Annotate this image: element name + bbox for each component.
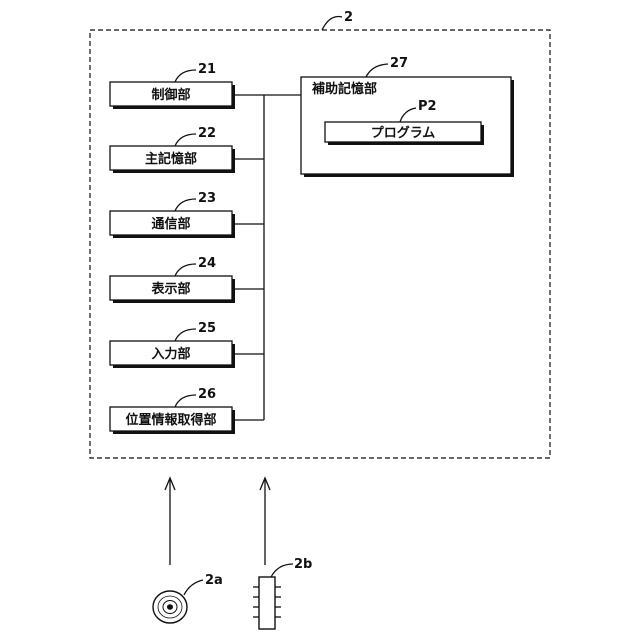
block-position-ref: 26: [198, 387, 216, 402]
block-control: 制御部 21: [110, 62, 264, 109]
program-ref: P2: [418, 99, 437, 114]
block-display: 表示部 24: [110, 256, 264, 303]
block-display-label: 表示部: [150, 281, 190, 297]
block-communication: 通信部 23: [110, 191, 264, 238]
block-position: 位置情報取得部 26: [110, 387, 264, 434]
block-auxiliary: 補助記憶部 27 プログラム P2: [301, 56, 514, 177]
block-communication-label: 通信部: [151, 216, 190, 232]
block-control-label: 制御部: [151, 87, 190, 103]
block-main-memory: 主記憶部 22: [110, 126, 264, 173]
disc-ref: 2a: [205, 573, 223, 588]
block-input-label: 入力部: [151, 346, 190, 362]
block-main-memory-ref: 22: [198, 126, 216, 141]
program-label: プログラム: [371, 125, 436, 141]
chip-icon: [253, 564, 293, 629]
block-auxiliary-ref: 27: [390, 56, 408, 71]
block-position-label: 位置情報取得部: [125, 412, 216, 428]
block-auxiliary-label: 補助記憶部: [311, 81, 377, 97]
block-control-ref: 21: [198, 62, 216, 77]
device-ref: 2: [344, 10, 353, 25]
block-main-memory-label: 主記憶部: [145, 151, 197, 167]
block-input: 入力部 25: [110, 321, 264, 368]
block-input-ref: 25: [198, 321, 216, 336]
block-display-ref: 24: [198, 256, 216, 271]
chip-ref: 2b: [294, 557, 312, 572]
device-ref-leader: [322, 17, 342, 30]
block-communication-ref: 23: [198, 191, 216, 206]
disc-icon: [153, 580, 203, 623]
